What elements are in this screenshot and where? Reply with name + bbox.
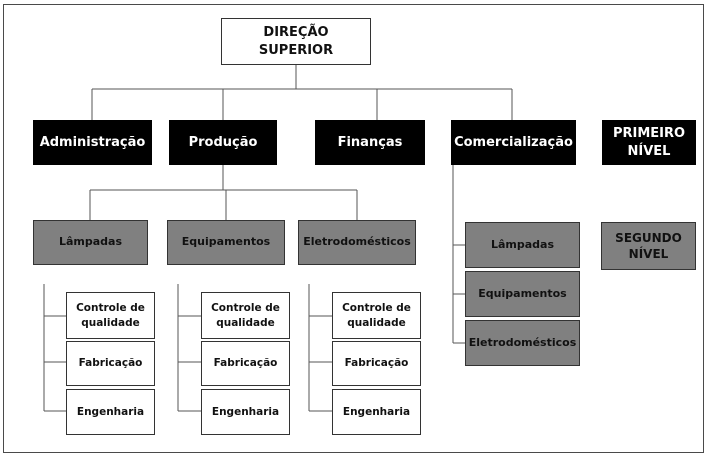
- level-2-label: SEGUNDO NÍVEL: [601, 222, 696, 270]
- com-eletrodomesticos-label: Eletrodomésticos: [468, 335, 577, 349]
- lampadas-fabricacao-label: Fabricação: [78, 357, 143, 370]
- dept-financas: Finanças: [315, 120, 425, 165]
- top-line-1: DIREÇÃO: [263, 24, 329, 40]
- eletro-engenharia-label: Engenharia: [342, 405, 411, 418]
- prod-equipamentos: Equipamentos: [167, 220, 285, 265]
- lampadas-engenharia-label: Engenharia: [76, 405, 145, 418]
- com-equipamentos: Equipamentos: [465, 271, 580, 317]
- dept-administracao-label: Administração: [39, 134, 146, 150]
- top-line-2: SUPERIOR: [258, 42, 334, 58]
- equipamentos-fabricacao-label: Fabricação: [213, 357, 278, 370]
- dept-financas-label: Finanças: [337, 134, 403, 150]
- level-1-label: PRIMEIRO NÍVEL: [602, 120, 696, 165]
- prod-lampadas-label: Lâmpadas: [58, 235, 123, 249]
- com-equipamentos-label: Equipamentos: [478, 286, 567, 300]
- lampadas-controle-line-1: Controle de: [76, 302, 145, 315]
- dept-comercializacao-label: Comercialização: [454, 134, 573, 150]
- lampadas-fabricacao: Fabricação: [66, 341, 155, 386]
- com-lampadas: Lâmpadas: [465, 222, 580, 268]
- lampadas-controle-line-2: qualidade: [81, 316, 140, 329]
- dept-comercializacao: Comercialização: [451, 120, 576, 165]
- eletro-controle-line-2: qualidade: [347, 316, 406, 329]
- level-2-label-line-2: NÍVEL: [628, 247, 669, 261]
- prod-eletrodomesticos: Eletrodomésticos: [298, 220, 416, 265]
- prod-eletrodomesticos-label: Eletrodomésticos: [303, 235, 411, 249]
- dept-producao: Produção: [169, 120, 277, 165]
- level-1-label-line-1: PRIMEIRO: [612, 125, 686, 141]
- eletro-fabricacao: Fabricação: [332, 341, 421, 386]
- com-eletrodomesticos: Eletrodomésticos: [465, 320, 580, 366]
- diagram-frame: [3, 4, 704, 453]
- eletro-engenharia: Engenharia: [332, 389, 421, 435]
- dept-administracao: Administração: [33, 120, 152, 165]
- level-2-label-line-1: SEGUNDO: [615, 230, 682, 245]
- equipamentos-fabricacao: Fabricação: [201, 341, 290, 386]
- dept-producao-label: Produção: [188, 134, 258, 150]
- eletro-controle-line-1: Controle de: [342, 302, 411, 315]
- lampadas-engenharia: Engenharia: [66, 389, 155, 435]
- equipamentos-engenharia: Engenharia: [201, 389, 290, 435]
- prod-equipamentos-label: Equipamentos: [181, 235, 271, 249]
- eletro-fabricacao-label: Fabricação: [344, 357, 409, 370]
- level-1-label-line-2: NÍVEL: [627, 143, 671, 159]
- equipamentos-engenharia-label: Engenharia: [211, 405, 280, 418]
- prod-lampadas: Lâmpadas: [33, 220, 148, 265]
- top-management-box: DIREÇÃO SUPERIOR: [221, 18, 371, 65]
- equipamentos-controle-line-1: Controle de: [211, 302, 280, 315]
- com-lampadas-label: Lâmpadas: [490, 237, 555, 251]
- equipamentos-controle-line-2: qualidade: [216, 316, 275, 329]
